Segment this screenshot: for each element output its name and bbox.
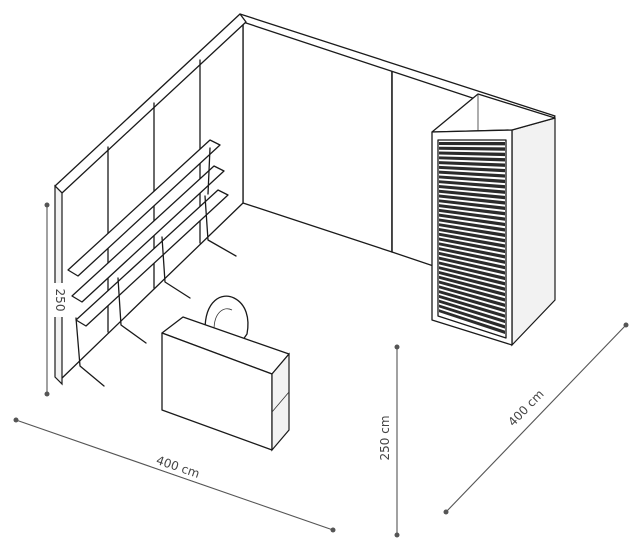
cabinet-slat	[439, 189, 505, 200]
cabinet-slat	[439, 251, 505, 270]
cabinet-slat	[439, 294, 505, 318]
cabinet-slat	[439, 194, 505, 205]
cabinet-slat	[439, 185, 505, 194]
center-height-label: 250 cm	[378, 415, 392, 460]
cabinet-slat	[439, 256, 505, 275]
cabinet-slat	[439, 156, 505, 162]
cabinet-slat	[439, 247, 505, 264]
cabinet-slat	[439, 142, 505, 146]
cabinet-slat	[439, 309, 505, 334]
cabinet-slat-door	[439, 142, 505, 334]
cabinet-slat	[439, 261, 505, 281]
cabinet-slat	[439, 228, 505, 243]
cabinet-slat	[439, 213, 505, 227]
reception-counter	[161, 316, 290, 452]
cabinet-slat	[439, 146, 505, 151]
cabinet-slat	[439, 271, 505, 291]
cabinet-slat	[439, 285, 505, 308]
cabinet-slat	[439, 223, 505, 237]
cabinet-slat	[439, 170, 505, 178]
left-height-label: 250	[53, 289, 67, 312]
storage-cabinet	[431, 93, 556, 347]
cabinet-slat	[439, 199, 505, 211]
cabinet-slat	[439, 242, 505, 259]
cabinet-slat	[439, 299, 505, 324]
cabinet-slat	[439, 275, 505, 297]
cabinet-slat	[439, 266, 505, 286]
dimension-center-height: 250 cm	[376, 344, 400, 538]
dimension-left-height: 250	[44, 202, 69, 397]
right-depth-label: 400 cm	[505, 387, 546, 429]
cabinet-slat	[439, 290, 505, 313]
cabinet-slat	[439, 232, 505, 248]
cabinet-slat	[439, 161, 505, 167]
cabinet-slat	[439, 280, 505, 302]
dimension-right-depth: 400 cm	[443, 322, 629, 515]
cabinet-slat	[439, 218, 505, 232]
cabinet-slat	[439, 180, 505, 189]
dimension-front-width: 400 cm	[13, 417, 336, 533]
cabinet-slat	[439, 165, 505, 173]
cabinet-slat	[439, 208, 505, 221]
cabinet-slat	[439, 304, 505, 329]
cabinet-slat	[439, 151, 505, 157]
cabinet-slat	[439, 204, 505, 216]
cabinet-slat	[439, 175, 505, 184]
wall-shelves	[67, 139, 237, 387]
cabinet-slat	[439, 237, 505, 254]
